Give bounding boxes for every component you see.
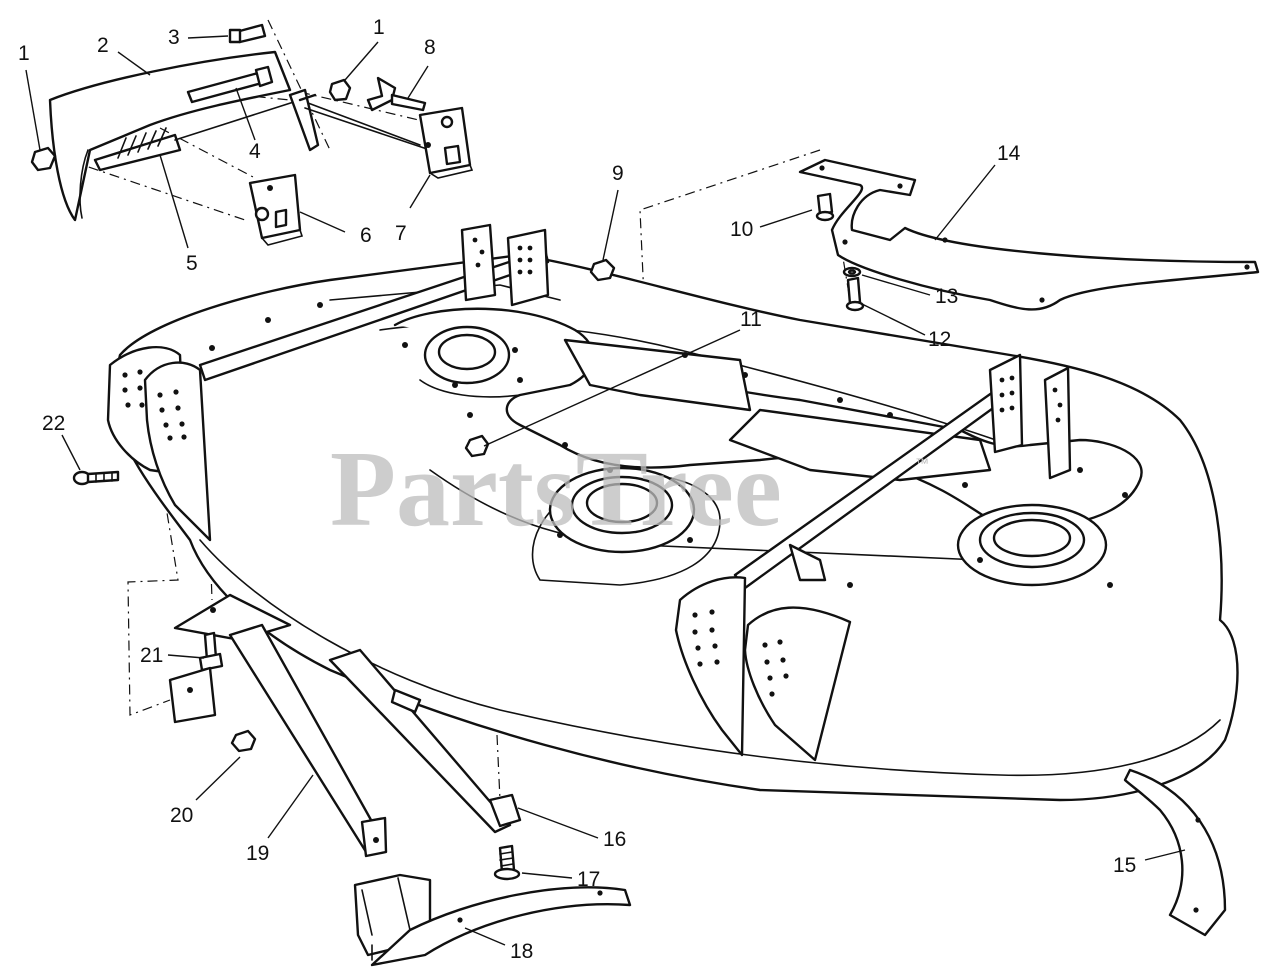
callout-18: 18 — [510, 940, 533, 963]
callout-4: 4 — [249, 140, 261, 163]
callout-12: 12 — [928, 328, 951, 351]
callout-16: 16 — [603, 828, 626, 851]
height-adjust-linkage — [30, 23, 474, 246]
callout-1-right: 1 — [373, 16, 385, 39]
watermark-trademark: ™ — [915, 455, 929, 471]
rear-anti-scalp-arm — [353, 873, 632, 967]
mower-deck-shell — [108, 253, 1239, 802]
right-hanger-rod-assembly — [674, 353, 1072, 762]
callout-22: 22 — [42, 412, 65, 435]
deck-holes — [209, 302, 1128, 588]
callout-15: 15 — [1113, 854, 1136, 877]
hex-nut-1-left — [30, 146, 57, 172]
watermark: PartsTree ™ — [330, 430, 929, 549]
callout-21: 21 — [140, 644, 163, 667]
callout-9: 9 — [612, 162, 624, 185]
callout-1-left: 1 — [18, 42, 30, 65]
callout-10: 10 — [730, 218, 753, 241]
callout-20: 20 — [170, 804, 193, 827]
hex-nut-1-right — [328, 78, 352, 102]
callout-5: 5 — [186, 252, 198, 275]
left-hanger-rod-assembly — [106, 223, 550, 542]
side-baffle-strip — [1123, 768, 1227, 937]
callout-19: 19 — [246, 842, 269, 865]
callout-14: 14 — [997, 142, 1021, 165]
front-strut-assembly — [72, 470, 522, 881]
callout-labels: 1 2 3 1 8 4 5 6 7 9 10 11 12 13 14 15 16… — [18, 16, 1136, 963]
rear-brace-plate — [464, 158, 1260, 458]
deflector-shield — [48, 50, 292, 222]
watermark-text: PartsTree — [330, 430, 782, 549]
callout-11: 11 — [740, 308, 762, 331]
callout-6: 6 — [360, 224, 372, 247]
callout-7: 7 — [395, 222, 407, 245]
callout-8: 8 — [424, 36, 436, 59]
leader-lines — [25, 35, 1186, 946]
callout-13: 13 — [935, 285, 958, 308]
callout-3: 3 — [168, 26, 180, 49]
callout-17: 17 — [577, 868, 600, 891]
callout-2: 2 — [97, 34, 109, 57]
